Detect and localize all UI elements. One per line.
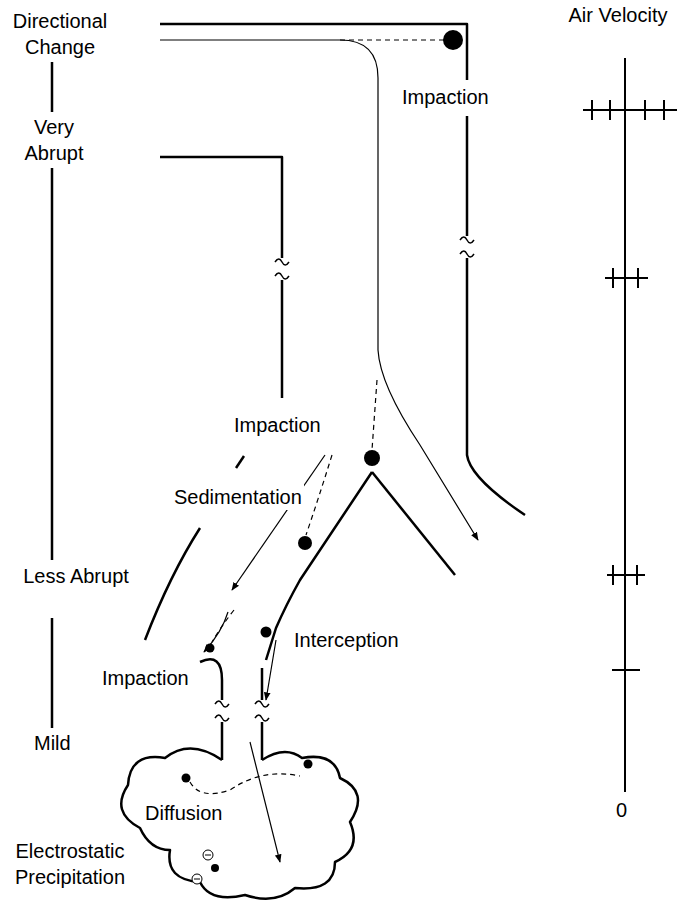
label: Impaction bbox=[232, 412, 323, 438]
airway-wall bbox=[372, 472, 455, 575]
label: Impaction bbox=[100, 665, 191, 691]
airflow-line bbox=[250, 742, 280, 862]
airway-wall bbox=[160, 24, 525, 515]
airway-wall bbox=[261, 668, 264, 760]
label: Electrostatic Precipitation bbox=[4, 838, 136, 890]
label: Very Abrupt bbox=[2, 114, 106, 166]
airway-wall bbox=[121, 24, 525, 899]
particle-path bbox=[190, 40, 444, 794]
label: Diffusion bbox=[143, 800, 224, 826]
particle-path bbox=[372, 380, 377, 450]
airway-wall bbox=[121, 748, 358, 898]
particle bbox=[364, 450, 380, 466]
charge-symbol bbox=[192, 850, 213, 884]
airflow-line bbox=[266, 640, 276, 700]
particle-path bbox=[306, 455, 332, 535]
particle bbox=[443, 30, 463, 50]
label: Directional Change bbox=[0, 8, 120, 60]
label: Air Velocity bbox=[563, 2, 673, 28]
airflow-line bbox=[160, 40, 478, 540]
label: Interception bbox=[292, 627, 401, 653]
particle bbox=[182, 30, 464, 872]
airflow-line bbox=[160, 40, 478, 862]
airway-wall bbox=[200, 659, 222, 760]
airway-wall bbox=[145, 528, 200, 640]
velocity-scale bbox=[624, 58, 626, 792]
label: Less Abrupt bbox=[18, 563, 134, 589]
break-mark bbox=[215, 237, 474, 721]
break-mark bbox=[275, 259, 289, 279]
velocity-scale bbox=[583, 100, 677, 120]
particle bbox=[182, 774, 191, 783]
particle-path bbox=[190, 774, 300, 794]
particle-path bbox=[340, 39, 444, 40]
velocity-scale bbox=[605, 268, 648, 288]
particle bbox=[206, 644, 215, 653]
break-mark bbox=[215, 701, 229, 721]
velocity-scale bbox=[607, 565, 645, 585]
charge-symbol bbox=[192, 874, 202, 884]
label: Sedimentation bbox=[172, 484, 304, 510]
break-mark bbox=[460, 237, 474, 257]
particle bbox=[298, 536, 312, 550]
label: Mild bbox=[32, 730, 73, 756]
velocity-scale bbox=[612, 669, 640, 671]
airflow-line bbox=[204, 612, 228, 652]
velocity-scale bbox=[583, 58, 677, 792]
particle bbox=[304, 760, 313, 769]
airflow-line bbox=[232, 455, 325, 590]
particle bbox=[261, 627, 272, 638]
particle-path bbox=[212, 610, 234, 642]
label: 0 bbox=[614, 797, 629, 823]
airway-wall bbox=[160, 157, 282, 398]
charge-symbol bbox=[203, 850, 213, 860]
break-mark bbox=[255, 701, 269, 721]
airway-wall bbox=[236, 456, 244, 468]
charge-symbol bbox=[194, 879, 200, 880]
particle bbox=[211, 864, 219, 872]
charge-symbol bbox=[205, 855, 211, 856]
label: Impaction bbox=[400, 84, 491, 110]
